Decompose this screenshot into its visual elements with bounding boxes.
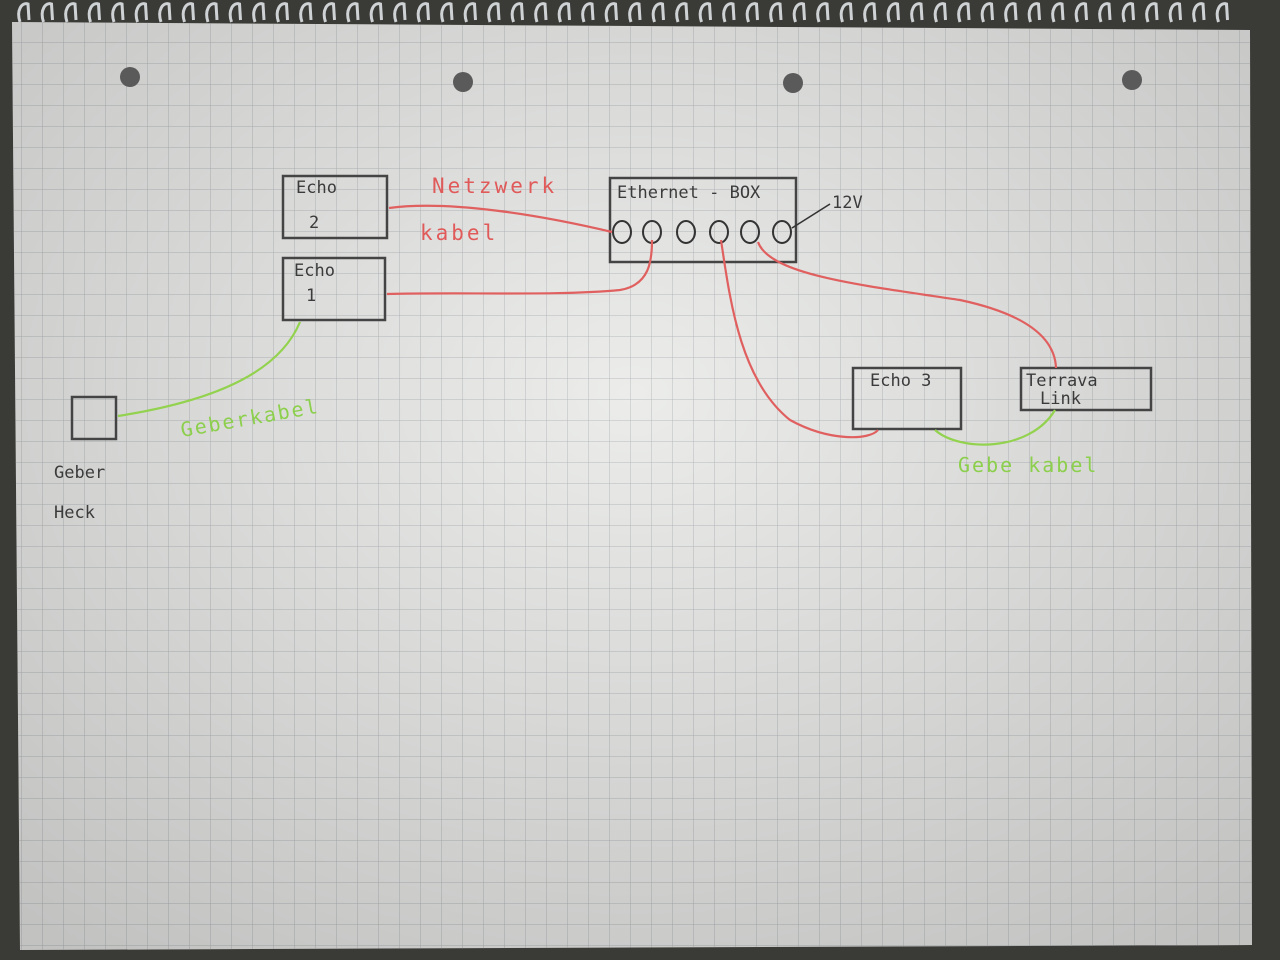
spiral-coil (158, 2, 172, 23)
svg-text:1: 1 (306, 286, 316, 306)
spiral-coil (369, 2, 383, 23)
terrava-link-box: Terrava Link (1019, 366, 1153, 412)
spiral-coil (675, 2, 689, 23)
spiral-coil (393, 2, 407, 23)
geber-cable-label-right: Gebe kabel (958, 453, 1098, 477)
spiral-coil (1051, 2, 1065, 23)
svg-text:Echo 3: Echo 3 (870, 371, 931, 391)
spiral-coil (40, 2, 54, 23)
punch-holes (120, 67, 1142, 93)
spiral-coil (1145, 2, 1159, 23)
spiral-coil (1168, 2, 1182, 23)
spiral-coil (745, 2, 759, 23)
network-cable-label-2: kabel (420, 221, 498, 245)
spiral-coil (886, 2, 900, 23)
spiral-coil (111, 2, 125, 23)
spiral-coil (134, 2, 148, 23)
echo-1-box: Echo 1 (281, 256, 387, 322)
spiral-coil (275, 2, 289, 23)
spiral-coil (487, 2, 501, 23)
svg-text:2: 2 (309, 213, 319, 233)
svg-text:Echo: Echo (296, 178, 337, 198)
network-cables (386, 204, 1058, 439)
spiral-coil (416, 2, 430, 23)
spiral-coil (628, 2, 642, 23)
svg-text:Terrava: Terrava (1026, 371, 1098, 391)
spiral-coil (839, 2, 853, 23)
spiral-coil (581, 2, 595, 23)
svg-text:Geber: Geber (54, 463, 105, 483)
ethernet-box: Ethernet - BOX 12V (608, 176, 863, 264)
geber-heck-box: Geber Heck (54, 395, 118, 523)
spiral-coil (228, 2, 242, 23)
echo-3-box: Echo 3 (851, 366, 963, 431)
spiral-coil (322, 2, 336, 23)
spiral-coil (1121, 2, 1135, 23)
network-cable-label: Netzwerk (432, 174, 557, 198)
spiral-coil (792, 2, 806, 23)
spiral-coil (1215, 2, 1229, 23)
svg-text:Echo: Echo (294, 261, 335, 281)
spiral-coil (440, 2, 454, 23)
spiral-coil (816, 2, 830, 23)
geber-cables (117, 321, 1056, 446)
spiral-coil (933, 2, 947, 23)
spiral-coil (604, 2, 618, 23)
spiral-coil (463, 2, 477, 23)
spiral-coil (205, 2, 219, 23)
spiral-coil (651, 2, 665, 23)
spiral-coil (534, 2, 548, 23)
spiral-coil (910, 2, 924, 23)
spiral-binding (17, 2, 1229, 23)
spiral-coil (181, 2, 195, 23)
echo-2-box: Echo 2 (281, 174, 389, 240)
spiral-coil (722, 2, 736, 23)
spiral-coil (17, 2, 31, 23)
spiral-coil (1027, 2, 1041, 23)
spiral-coil (299, 2, 313, 23)
spiral-coil (698, 2, 712, 23)
spiral-coil (87, 2, 101, 23)
spiral-coil (980, 2, 994, 23)
spiral-coil (863, 2, 877, 23)
spiral-coil (64, 2, 78, 23)
spiral-coil (1074, 2, 1088, 23)
spiral-coil (1098, 2, 1112, 23)
spiral-coil (346, 2, 360, 23)
spiral-coil (957, 2, 971, 23)
svg-text:Heck: Heck (54, 503, 95, 523)
spiral-coil (557, 2, 571, 23)
spiral-coil (252, 2, 266, 23)
svg-text:Link: Link (1040, 389, 1081, 409)
spiral-coil (510, 2, 524, 23)
spiral-coil (769, 2, 783, 23)
paper-sheet (12, 22, 1252, 950)
spiral-coil (1004, 2, 1018, 23)
ethernet-ports (612, 220, 792, 244)
spiral-coil (1192, 2, 1206, 23)
svg-text:Ethernet - BOX: Ethernet - BOX (617, 183, 761, 203)
power-label: 12V (832, 193, 863, 213)
